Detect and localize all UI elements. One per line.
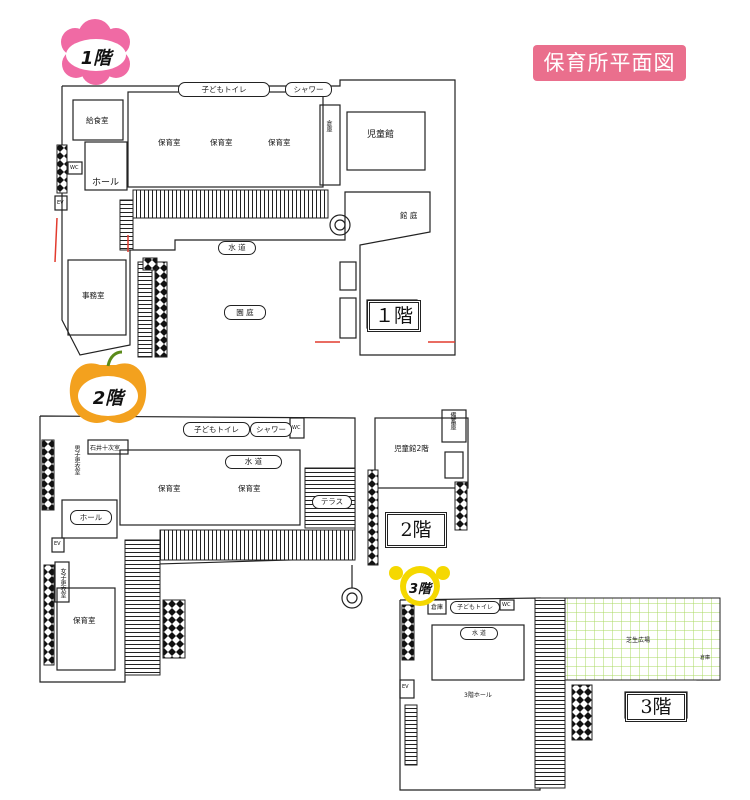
floor1-hall-label: ホール	[92, 178, 120, 188]
floor2-shower: シャワー	[250, 422, 292, 437]
floor2-classroom-3: 保育室	[73, 616, 96, 625]
floor3-storage-label: 倉庫	[431, 604, 444, 611]
floor3-plate: 3階	[625, 692, 687, 722]
floor1-jidokan-label: 児童館	[367, 130, 395, 140]
floor3-wc-label: WC	[502, 602, 511, 608]
floor2-checker-right	[454, 481, 468, 531]
floor3-ev-label: EV	[402, 684, 409, 690]
floor3-kids-toilet: 子どもトイレ	[450, 601, 500, 614]
floor2-stairs-main	[159, 529, 356, 561]
floor2-stockroom-label: 備蓄庫	[449, 412, 456, 430]
floor3-badge: 3階	[408, 582, 432, 597]
floor2-hall-label: ホール	[70, 510, 112, 525]
bear-badge-icon	[389, 566, 450, 606]
flower-badge-icon	[61, 19, 130, 85]
floor2-jidokan-label: 児童館2階	[394, 444, 429, 453]
floor2-wc-label: WC	[292, 425, 301, 431]
floor1-classroom-1: 保育室	[158, 138, 181, 147]
floor1-stairs-lower	[137, 261, 153, 358]
floor2-ishii-room: 石井十次室	[90, 445, 121, 452]
floor3-ramp	[404, 704, 418, 766]
floor2-checker-box	[162, 599, 186, 659]
floor2-plate: 2階	[385, 512, 447, 548]
floor3-water-label: 水 道	[460, 627, 498, 640]
floor1-badge: 1階	[80, 48, 112, 69]
floor2-stairs-left	[124, 539, 161, 676]
floor1-storage-label: 倉庫	[325, 120, 332, 132]
floor2-boys-locker: 男子更衣室	[73, 445, 80, 475]
floor2-kids-toilet: 子どもトイレ	[183, 422, 250, 437]
floor2-terrace-label: テラス	[312, 495, 352, 509]
floor1-checker-left	[56, 144, 68, 194]
page-title: 保育所平面図	[533, 45, 686, 81]
floor1-door-marks	[54, 217, 455, 343]
floor1-kantei-label: 館 庭	[400, 211, 418, 220]
floor1-stairs-left	[119, 199, 134, 251]
floor3-lawn-area	[564, 597, 721, 681]
floor1-water-label: 水 道	[218, 241, 256, 255]
floor3-checker-right	[571, 684, 593, 741]
floor1-stairs-main	[132, 189, 329, 219]
floor3-stairs	[534, 597, 566, 789]
floor3-hall-label: 3階ホール	[464, 692, 492, 699]
floor1-checker-lower	[154, 261, 168, 358]
floor2-badge: 2階	[92, 388, 124, 409]
floor3-storage2-label: 倉庫	[700, 655, 711, 661]
floor1-shower: シャワー	[285, 82, 332, 97]
floor1-office-label: 事務室	[82, 291, 105, 300]
floor2-checker-left	[41, 439, 55, 511]
floor1-kitchen-label: 給食室	[86, 116, 109, 125]
floor1-kids-toilet: 子どもトイレ	[178, 82, 270, 97]
floor1-classroom-2: 保育室	[210, 138, 233, 147]
floor2-checker-lower	[43, 564, 55, 666]
floor2-classroom-2: 保育室	[238, 484, 261, 493]
floor2-ev-label: EV	[54, 541, 61, 547]
floor2-girls-locker: 女子更衣室	[59, 568, 66, 598]
floor2-checker-mid	[367, 469, 379, 566]
floor1-classroom-3: 保育室	[268, 138, 291, 147]
floor1-wc-label: WC	[70, 165, 79, 171]
floor1-plate: １階	[367, 300, 421, 332]
floor1-checker-top	[142, 257, 158, 271]
apple-badge-icon	[69, 350, 147, 423]
floor2-classroom-1: 保育室	[158, 484, 181, 493]
floor1-yard-label: 園 庭	[224, 305, 266, 320]
floor3-lawn-label: 芝生広場	[626, 637, 651, 644]
floor2-water-label: 水 道	[225, 455, 282, 469]
floor3-checker-left	[401, 604, 415, 661]
floor1-ev-label: EV	[57, 200, 64, 206]
